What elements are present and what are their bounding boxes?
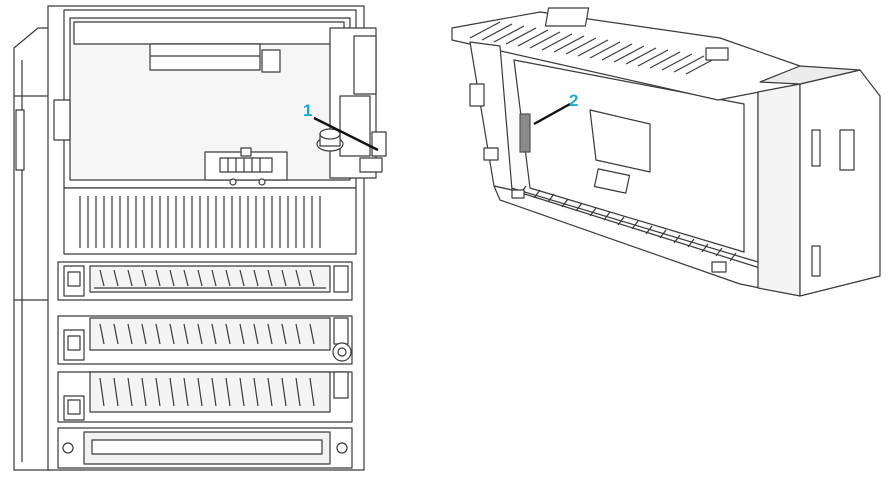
terminal-row-3 <box>57 371 353 423</box>
leader-line-2 <box>533 102 571 126</box>
vent-panel <box>63 187 357 255</box>
spring-contact <box>519 113 531 153</box>
module-front-view <box>13 5 387 471</box>
side-rail <box>13 27 51 471</box>
bottom-connector <box>57 427 353 469</box>
vent-slots <box>79 196 321 248</box>
end-housing-side <box>757 83 801 297</box>
terminal-row-2 <box>57 315 353 365</box>
callout-1: 1 <box>303 101 313 120</box>
lid-slots <box>469 21 717 75</box>
leader-line-1 <box>313 116 379 152</box>
module-isometric-view <box>451 7 881 297</box>
coding-pin <box>316 128 387 173</box>
callout-2: 2 <box>569 91 579 110</box>
internal-connector <box>204 147 288 186</box>
terminal-row-1 <box>57 261 353 301</box>
